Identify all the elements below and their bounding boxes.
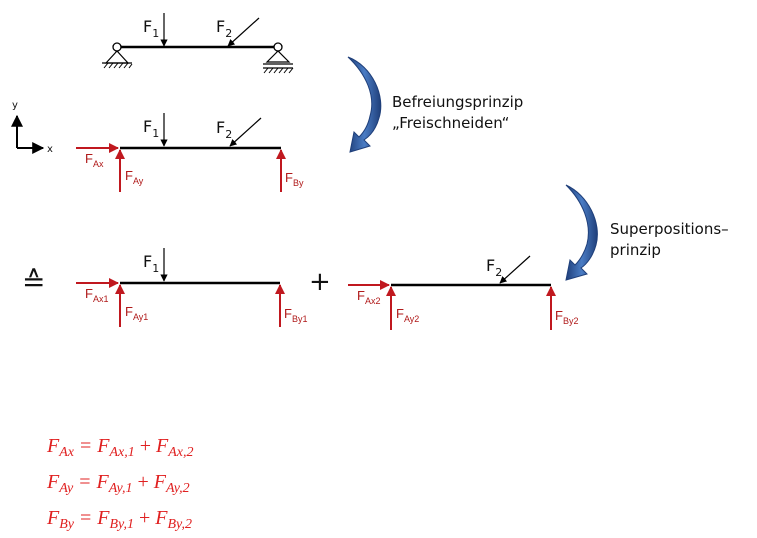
equation-fby: FBy=FBy,1+FBy,2 bbox=[46, 507, 192, 532]
step1-line1: Befreiungsprinzip bbox=[392, 93, 523, 111]
subsystem-1: F1 FAx1 FAy1 FBy1 bbox=[76, 248, 307, 327]
label-f1: F1 bbox=[143, 17, 159, 40]
label-fay1: FAy1 bbox=[125, 304, 148, 322]
label-fax: FAx bbox=[85, 151, 104, 169]
label-fay: FAy bbox=[125, 168, 144, 186]
force-arrow-f2 bbox=[227, 17, 260, 47]
label-f2: F2 bbox=[216, 17, 232, 40]
label-f2: F2 bbox=[486, 256, 502, 279]
label-fay2: FAy2 bbox=[396, 306, 419, 324]
label-fby2: FBy2 bbox=[555, 308, 578, 326]
roller-support-icon bbox=[263, 42, 294, 74]
equivalence-symbol: ≙ bbox=[22, 265, 45, 298]
label-fax2: FAx2 bbox=[357, 288, 380, 306]
curved-arrow-icon bbox=[347, 56, 382, 153]
equation-fax: FAx=FAx,1+FAx,2 bbox=[46, 435, 194, 460]
label-fax1: FAx1 bbox=[85, 286, 108, 304]
equations: FAx=FAx,1+FAx,2 FAy=FAy,1+FAy,2 FBy=FBy,… bbox=[46, 435, 194, 532]
step2-line1: Superpositions– bbox=[610, 220, 729, 238]
plus-symbol: + bbox=[309, 267, 331, 297]
original-structure: F1 F2 bbox=[102, 13, 294, 74]
label-f1: F1 bbox=[143, 252, 159, 275]
label-f2: F2 bbox=[216, 118, 232, 141]
label-fby: FBy bbox=[285, 170, 304, 188]
step1-line2: „Freischneiden“ bbox=[392, 114, 509, 132]
force-arrow-f2 bbox=[499, 255, 531, 284]
coordinate-axes-icon: y x bbox=[11, 100, 53, 155]
force-arrow-f2 bbox=[229, 117, 262, 147]
axis-label-y: y bbox=[12, 100, 18, 111]
free-body-diagram: F1 F2 FAx FAy FBy bbox=[76, 113, 304, 192]
curved-arrow-icon bbox=[565, 184, 598, 281]
label-fby1: FBy1 bbox=[284, 306, 307, 324]
equation-fay: FAy=FAy,1+FAy,2 bbox=[46, 471, 190, 496]
pin-support-icon bbox=[102, 42, 133, 69]
axis-label-x: x bbox=[47, 144, 53, 155]
subsystem-2: F2 FAx2 FAy2 FBy2 bbox=[348, 255, 578, 330]
step2-line2: prinzip bbox=[610, 241, 661, 259]
label-f1: F1 bbox=[143, 117, 159, 140]
